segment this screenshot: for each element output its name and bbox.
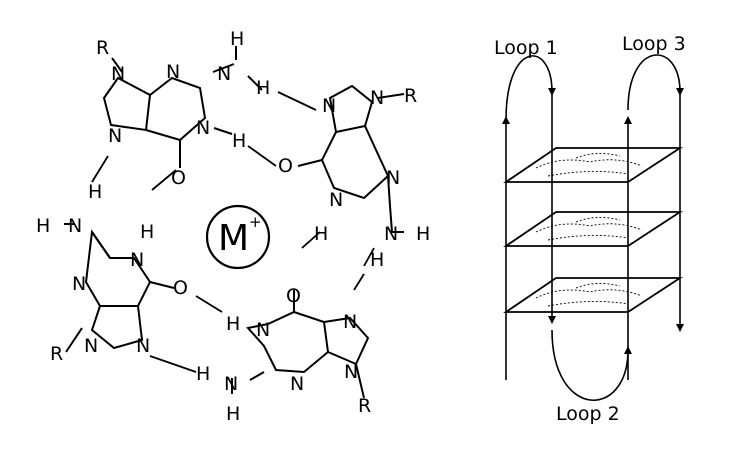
atom-n: N [343, 311, 357, 333]
ion-charge: + [249, 213, 262, 231]
atom-h: H [256, 77, 270, 99]
atom-n: N [196, 117, 210, 139]
guanine-bottom-right [231, 290, 370, 399]
atom-h: H [196, 363, 210, 385]
atom-n: N [290, 373, 304, 395]
atom-r: R [96, 37, 109, 59]
atom-n: N [111, 63, 125, 85]
atom-h: H [232, 130, 246, 152]
quadruplex-stack [502, 54, 684, 401]
guanine-top-right [297, 84, 405, 233]
ion-circle [205, 204, 271, 270]
loop-2-label: Loop 2 [556, 403, 620, 425]
atom-n: N [329, 189, 343, 211]
atom-o: O [173, 277, 188, 299]
atom-n: N [108, 125, 122, 147]
atom-n: N [256, 319, 270, 341]
atom-o: O [171, 167, 186, 189]
loop-2-curve [551, 329, 632, 401]
atom-n: N [217, 63, 231, 85]
atom-n: N [322, 95, 336, 117]
atom-n: N [386, 167, 400, 189]
atom-h: H [314, 223, 328, 245]
atom-h: H [370, 249, 384, 271]
atom-n: N [224, 373, 238, 395]
atom-n: N [130, 249, 144, 271]
guanine-top-left [102, 46, 263, 168]
atom-n: N [72, 273, 86, 295]
atom-n: N [68, 215, 82, 237]
atom-r: R [50, 343, 63, 365]
g-tetrad [64, 46, 405, 399]
atom-n: N [84, 335, 98, 357]
tetrad-plane-bottom [503, 277, 684, 313]
hydrogen-bonds [91, 91, 375, 373]
atom-r: R [404, 85, 417, 107]
atom-h: H [140, 221, 154, 243]
tetrad-plane-top [503, 147, 684, 183]
tetrad-plane-middle [503, 211, 684, 247]
atom-h: H [36, 215, 50, 237]
atom-n: N [166, 61, 180, 83]
loop-3-curve [627, 54, 684, 111]
atom-n: N [370, 87, 384, 109]
atom-h: H [88, 181, 102, 203]
atom-o: O [286, 285, 301, 307]
atom-n: N [384, 223, 398, 245]
loop-1-label: Loop 1 [494, 37, 558, 59]
atom-n: N [136, 335, 150, 357]
atom-n: N [344, 361, 358, 383]
loop-3-label: Loop 3 [622, 33, 686, 55]
atom-o: O [278, 155, 293, 177]
atom-h: H [226, 313, 240, 335]
loop-1-curve [505, 55, 556, 121]
ion-symbol: M [218, 218, 249, 259]
atom-h: H [416, 223, 430, 245]
atom-r: R [358, 395, 371, 417]
atom-h: H [226, 403, 240, 425]
guanine-bottom-left [64, 223, 175, 353]
atom-h: H [230, 28, 244, 50]
atom-labels: R N N N H H N H N O N N R O N N H N H H … [36, 28, 430, 425]
